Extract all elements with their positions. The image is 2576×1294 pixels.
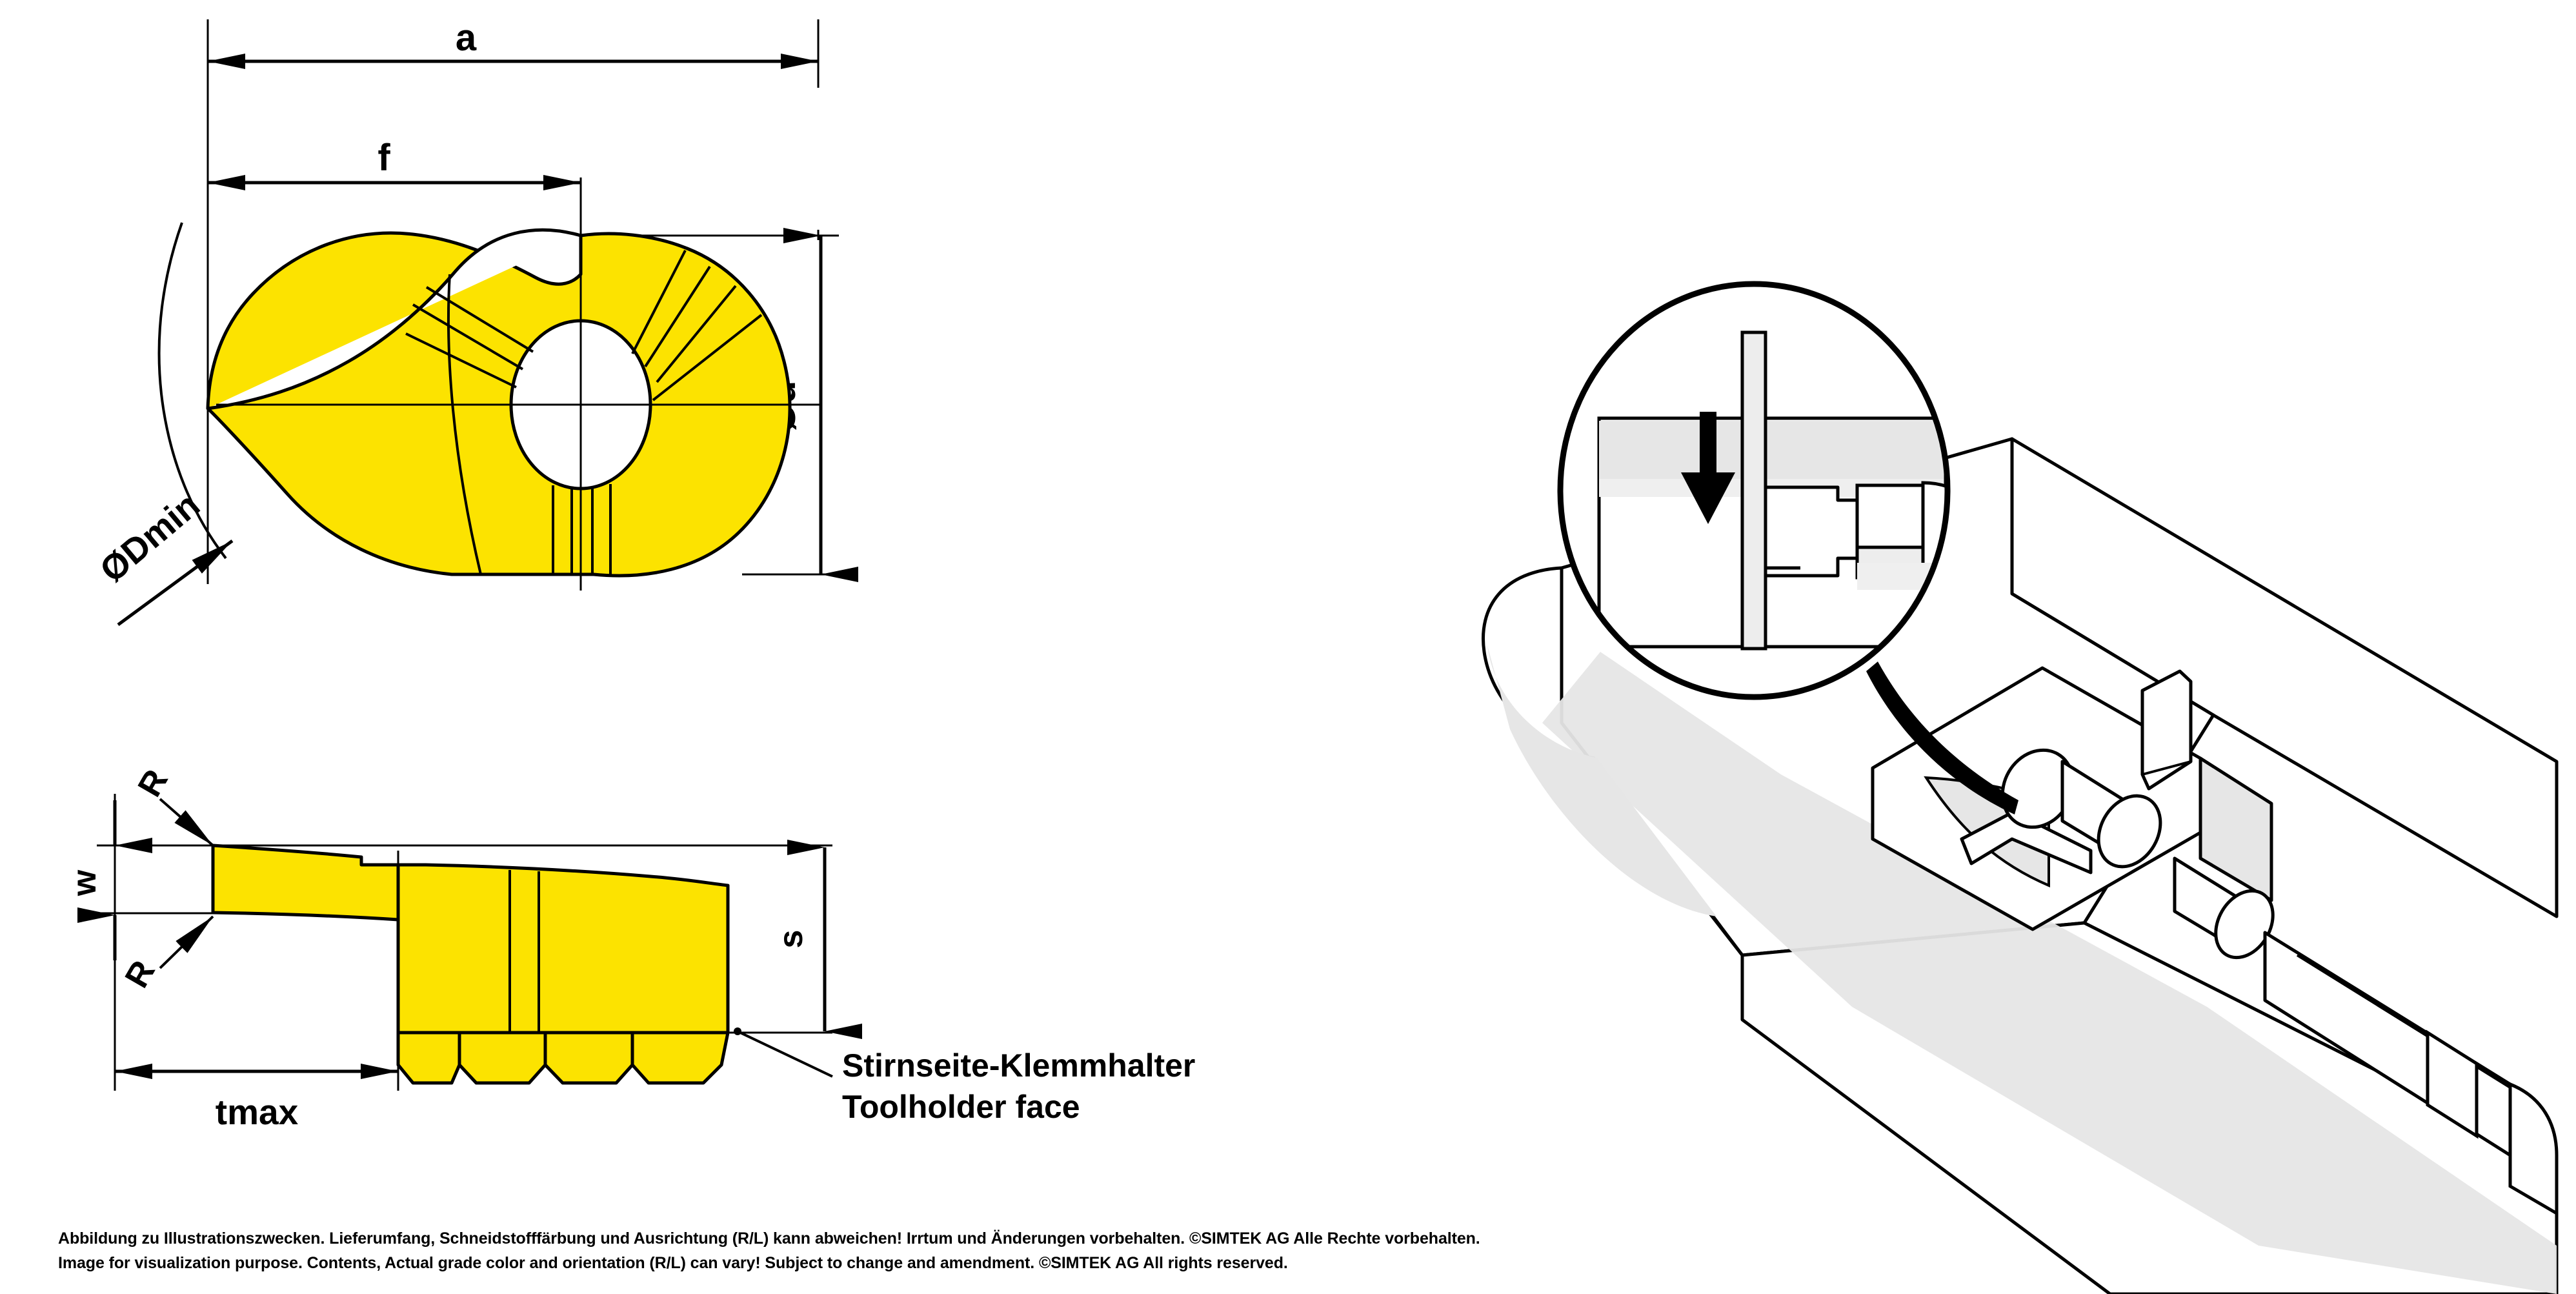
dimension-r-top: R (131, 763, 214, 847)
top-view-group: a f Ød (92, 17, 858, 627)
footer-disclaimer: Abbildung zu Illustrationszwecken. Liefe… (58, 1226, 1736, 1275)
footer-line-en: Image for visualization purpose. Content… (58, 1254, 1288, 1272)
dimension-tmax: tmax (115, 1064, 398, 1132)
down-arrow-icon (1681, 412, 1735, 524)
detail-magnifier (1557, 281, 1951, 700)
dimension-f: f (208, 137, 581, 190)
dimension-s: s (772, 840, 862, 1039)
insert-body-top (157, 222, 792, 578)
dimension-r-top-label: R (131, 763, 176, 804)
chipbreaker-lines (405, 250, 763, 574)
dimension-w-label: w (66, 869, 103, 896)
callout-line-de: Stirnseite-Klemmhalter (842, 1047, 1195, 1084)
top-view-centre-lines (216, 187, 820, 591)
dimension-diameter-dmin: ØDmin (92, 485, 234, 627)
callout-line-en: Toolholder face (842, 1089, 1080, 1125)
clamp-assembly (1871, 666, 2559, 1217)
dimension-s-label: s (772, 930, 810, 949)
dimension-diameter-dmin-label: ØDmin (92, 485, 207, 590)
toolholder-face-callout: Stirnseite-Klemmhalter Toolholder face (734, 1027, 1195, 1125)
dimension-tmax-label: tmax (216, 1092, 299, 1132)
dimension-r-bottom-label: R (118, 955, 163, 995)
dimension-w: w (66, 800, 152, 960)
dimension-f-label: f (377, 137, 390, 179)
detail-leader-wedge (1866, 662, 2018, 814)
iso-view-group (1482, 281, 2559, 1294)
insert-body-side (211, 844, 730, 1085)
dimension-a-label: a (456, 17, 477, 59)
side-view-group: w R R (66, 763, 1195, 1132)
footer-line-de: Abbildung zu Illustrationszwecken. Liefe… (58, 1229, 1480, 1248)
dimension-a: a (208, 17, 818, 69)
dimension-r-bottom: R (118, 915, 214, 995)
